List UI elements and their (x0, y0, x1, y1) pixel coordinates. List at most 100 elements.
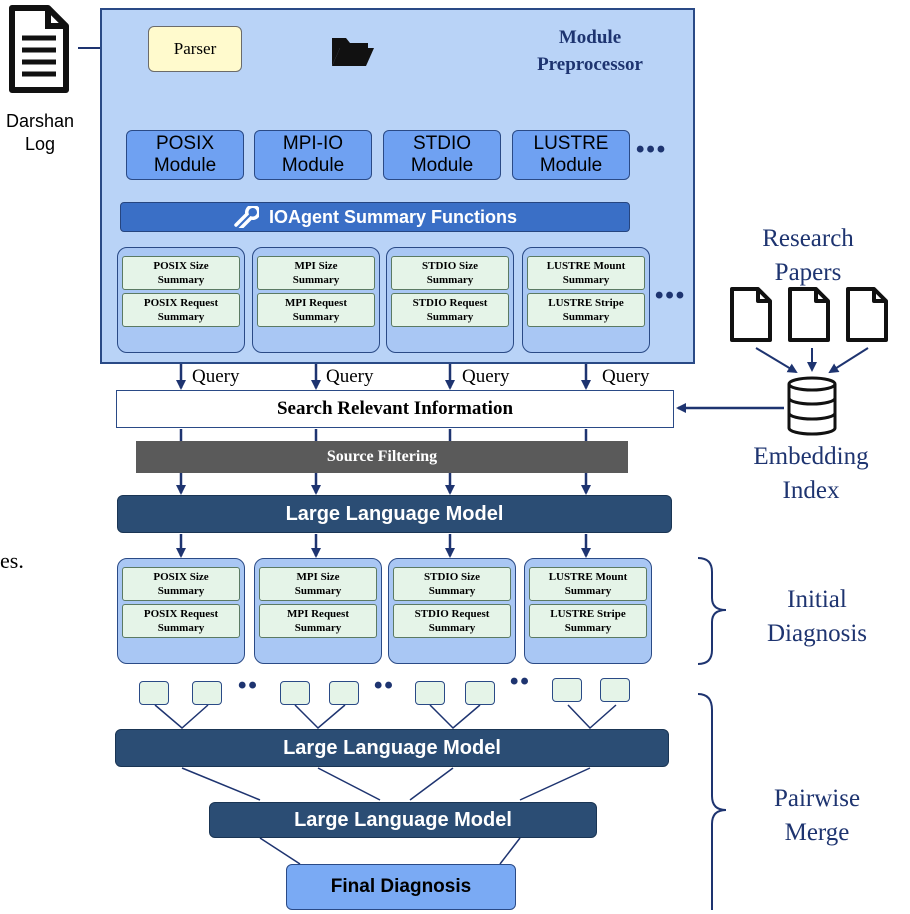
diag-stdio-request-line2: Summary (428, 622, 476, 634)
stdio-module: STDIO Module (383, 130, 501, 180)
diag-mpi-request-line2: Summary (294, 622, 342, 634)
llm-box-1: Large Language Model (117, 495, 672, 533)
merge-input-box (552, 678, 582, 702)
merge-ellipsis: •• (374, 672, 395, 699)
embedding-index-label: Embedding Index (738, 440, 884, 508)
merge-input-box (280, 681, 310, 705)
diag-lustre-mount-line2: Summary (564, 585, 612, 597)
mpi-request-line2: Summary (292, 311, 340, 323)
pairwise-merge-line1: Pairwise (773, 785, 861, 812)
database-icon (786, 376, 838, 436)
posix-module: POSIX Module (126, 130, 244, 180)
module-preprocessor-title: Module Preprocessor (520, 24, 660, 78)
pairwise-merge-line2: Merge (784, 819, 850, 846)
diag-stdio-size-line2: Summary (428, 585, 476, 597)
cutoff-text: es. (0, 548, 24, 573)
summary-functions-label: IOAgent Summary Functions (268, 206, 518, 227)
diag-mpi-size-line1: MPI Size (296, 571, 340, 583)
query-label-3: Query (462, 366, 510, 387)
mpi-size-line2: Summary (292, 274, 340, 286)
stdio-request-line2: Summary (426, 311, 474, 323)
diag-mpi-size-line2: Summary (294, 585, 342, 597)
lustre-module-line1: LUSTRE (533, 133, 609, 154)
embedding-index-line1: Embedding (753, 443, 869, 470)
llm-box-3: Large Language Model (209, 802, 597, 838)
lustre-stripe-line2: Summary (562, 311, 610, 323)
diag-posix-request-line2: Summary (157, 622, 205, 634)
research-papers-line2: Papers (774, 259, 842, 286)
initial-diagnosis-line2: Diagnosis (767, 620, 867, 647)
posix-module-line2: Module (153, 155, 217, 176)
lustre-module-line2: Module (539, 155, 603, 176)
posix-size-line1: POSIX Size (153, 260, 209, 272)
posix-request-line2: Summary (157, 311, 205, 323)
diag-posix-size-line2: Summary (157, 585, 205, 597)
embedding-index-line2: Index (782, 477, 840, 504)
ioagent-summary-functions-bar: IOAgent Summary Functions (120, 202, 630, 232)
merge-ellipsis: •• (510, 668, 531, 695)
stdio-module-line2: Module (410, 155, 474, 176)
darshan-log-line1: Darshan (5, 111, 75, 131)
merge-input-box (192, 681, 222, 705)
diag-lustre-mount-line1: LUSTRE Mount (548, 571, 628, 583)
mpi-size-line1: MPI Size (294, 260, 338, 272)
lustre-mount-line1: LUSTRE Mount (546, 260, 626, 272)
diag-lustre-stripe-line2: Summary (564, 622, 612, 634)
lustre-stripe-line1: LUSTRE Stripe (548, 297, 624, 309)
lustre-module: LUSTRE Module (512, 130, 630, 180)
stdio-module-line1: STDIO (412, 133, 472, 154)
summaries-ellipsis: ••• (655, 282, 687, 309)
wrench-icon (234, 206, 259, 228)
stdio-size-line2: Summary (426, 274, 474, 286)
merge-input-box (600, 678, 630, 702)
pairwise-merge-label: Pairwise Merge (744, 782, 890, 850)
diag-posix-size-line1: POSIX Size (153, 571, 209, 583)
preprocessor-title-line1: Module (558, 27, 622, 48)
initial-diagnosis-line1: Initial (787, 586, 847, 613)
posix-request-line1: POSIX Request (143, 297, 219, 309)
lustre-mount-line2: Summary (562, 274, 610, 286)
posix-module-line1: POSIX (155, 133, 215, 154)
diag-lustre-stripe-line1: LUSTRE Stripe (550, 608, 626, 620)
merge-input-box (415, 681, 445, 705)
parser-box: Parser (148, 26, 242, 72)
modules-ellipsis: ••• (636, 136, 668, 163)
initial-diagnosis-label: Initial Diagnosis (744, 583, 890, 651)
folder-icon (330, 34, 376, 68)
query-label-2: Query (326, 366, 374, 387)
darshan-log-label: Darshan Log (0, 110, 80, 156)
darshan-log-line2: Log (24, 134, 56, 154)
mpiio-module-line1: MPI-IO (282, 133, 344, 154)
diag-stdio-request-line1: STDIO Request (414, 608, 490, 620)
mpiio-module-line2: Module (281, 155, 345, 176)
document-icon (8, 4, 70, 94)
diag-stdio-size-line1: STDIO Size (424, 571, 480, 583)
stdio-request-line1: STDIO Request (412, 297, 488, 309)
merge-ellipsis: •• (238, 672, 259, 699)
query-label-4: Query (602, 366, 650, 387)
search-relevant-information-box: Search Relevant Information (116, 390, 674, 428)
diag-mpi-request-line1: MPI Request (286, 608, 350, 620)
llm-box-2: Large Language Model (115, 729, 669, 767)
